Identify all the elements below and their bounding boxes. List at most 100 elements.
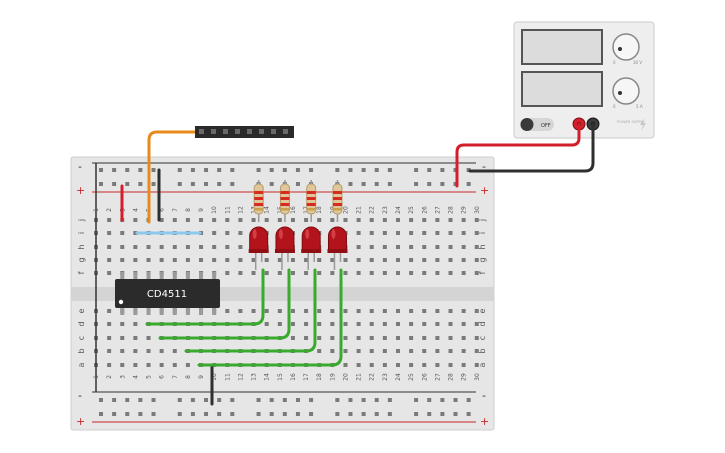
breadboard-hole[interactable] (435, 218, 440, 222)
rail-hole[interactable] (112, 182, 117, 186)
breadboard-hole[interactable] (199, 245, 204, 249)
breadboard-hole[interactable] (304, 271, 309, 275)
breadboard-hole[interactable] (107, 336, 112, 340)
breadboard-hole[interactable] (382, 309, 387, 313)
breadboard-hole[interactable] (395, 349, 400, 353)
green-wire-2[interactable] (158, 268, 291, 340)
rail-hole[interactable] (440, 182, 445, 186)
rail-hole[interactable] (427, 182, 432, 186)
breadboard-hole[interactable] (422, 271, 427, 275)
breadboard-hole[interactable] (133, 322, 138, 326)
rail-hole[interactable] (269, 168, 274, 172)
breadboard-hole[interactable] (225, 271, 230, 275)
breadboard-hole[interactable] (290, 271, 295, 275)
breadboard-hole[interactable] (212, 245, 217, 249)
breadboard-hole[interactable] (395, 245, 400, 249)
led[interactable] (249, 226, 269, 253)
rail-hole[interactable] (190, 398, 195, 402)
breadboard-hole[interactable] (212, 258, 217, 262)
breadboard-hole[interactable] (382, 322, 387, 326)
rail-hole[interactable] (256, 398, 261, 402)
rail-hole[interactable] (151, 412, 156, 416)
breadboard-hole[interactable] (225, 258, 230, 262)
breadboard-hole[interactable] (382, 271, 387, 275)
rail-hole[interactable] (414, 168, 419, 172)
breadboard-hole[interactable] (304, 336, 309, 340)
breadboard-hole[interactable] (409, 363, 414, 367)
breadboard-hole[interactable] (474, 349, 479, 353)
breadboard-hole[interactable] (199, 258, 204, 262)
breadboard-hole[interactable] (382, 258, 387, 262)
breadboard-hole[interactable] (409, 309, 414, 313)
breadboard-hole[interactable] (238, 218, 243, 222)
breadboard-hole[interactable] (133, 231, 138, 235)
breadboard-hole[interactable] (225, 231, 230, 235)
breadboard-hole[interactable] (304, 322, 309, 326)
rail-hole[interactable] (466, 168, 471, 172)
rail-hole[interactable] (125, 182, 130, 186)
breadboard-hole[interactable] (199, 218, 204, 222)
rail-hole[interactable] (309, 168, 314, 172)
led[interactable] (301, 226, 321, 253)
rail-hole[interactable] (125, 168, 130, 172)
rail-hole[interactable] (348, 168, 353, 172)
header-pin[interactable] (259, 129, 264, 134)
breadboard-hole[interactable] (159, 363, 164, 367)
breadboard-hole[interactable] (395, 218, 400, 222)
rail-hole[interactable] (177, 412, 182, 416)
rail-hole[interactable] (414, 398, 419, 402)
rail-hole[interactable] (387, 398, 392, 402)
breadboard-hole[interactable] (238, 309, 243, 313)
breadboard-hole[interactable] (238, 245, 243, 249)
rail-hole[interactable] (151, 182, 156, 186)
green-wire-3[interactable] (184, 268, 317, 353)
rail-hole[interactable] (138, 168, 143, 172)
breadboard-hole[interactable] (251, 309, 256, 313)
rail-hole[interactable] (335, 398, 340, 402)
breadboard-hole[interactable] (264, 322, 269, 326)
breadboard-hole[interactable] (264, 309, 269, 313)
rail-hole[interactable] (256, 168, 261, 172)
rail-hole[interactable] (112, 398, 117, 402)
breadboard-hole[interactable] (356, 363, 361, 367)
rail-hole[interactable] (151, 398, 156, 402)
breadboard-hole[interactable] (448, 322, 453, 326)
breadboard-hole[interactable] (133, 245, 138, 249)
breadboard-hole[interactable] (369, 309, 374, 313)
rail-hole[interactable] (440, 412, 445, 416)
breadboard-hole[interactable] (185, 218, 190, 222)
breadboard-hole[interactable] (356, 245, 361, 249)
rail-hole[interactable] (295, 168, 300, 172)
breadboard-hole[interactable] (146, 245, 151, 249)
rail-hole[interactable] (440, 168, 445, 172)
rail-hole[interactable] (427, 412, 432, 416)
breadboard-hole[interactable] (225, 245, 230, 249)
rail-hole[interactable] (269, 412, 274, 416)
breadboard-hole[interactable] (238, 258, 243, 262)
breadboard-hole[interactable] (172, 349, 177, 353)
rail-hole[interactable] (361, 182, 366, 186)
breadboard-hole[interactable] (369, 322, 374, 326)
breadboard-hole[interactable] (107, 231, 112, 235)
rail-hole[interactable] (466, 412, 471, 416)
breadboard-hole[interactable] (395, 231, 400, 235)
breadboard-hole[interactable] (120, 336, 125, 340)
rail-hole[interactable] (453, 398, 458, 402)
header-pin[interactable] (283, 129, 288, 134)
rail-hole[interactable] (138, 412, 143, 416)
breadboard-hole[interactable] (120, 349, 125, 353)
breadboard-hole[interactable] (369, 245, 374, 249)
breadboard-hole[interactable] (435, 349, 440, 353)
breadboard-hole[interactable] (225, 218, 230, 222)
breadboard-hole[interactable] (435, 322, 440, 326)
rail-hole[interactable] (295, 398, 300, 402)
rail-hole[interactable] (361, 168, 366, 172)
breadboard-hole[interactable] (317, 349, 322, 353)
breadboard-hole[interactable] (290, 218, 295, 222)
breadboard-hole[interactable] (369, 218, 374, 222)
breadboard-hole[interactable] (107, 349, 112, 353)
rail-hole[interactable] (230, 168, 235, 172)
breadboard-hole[interactable] (290, 336, 295, 340)
rail-hole[interactable] (125, 412, 130, 416)
rail-hole[interactable] (427, 168, 432, 172)
